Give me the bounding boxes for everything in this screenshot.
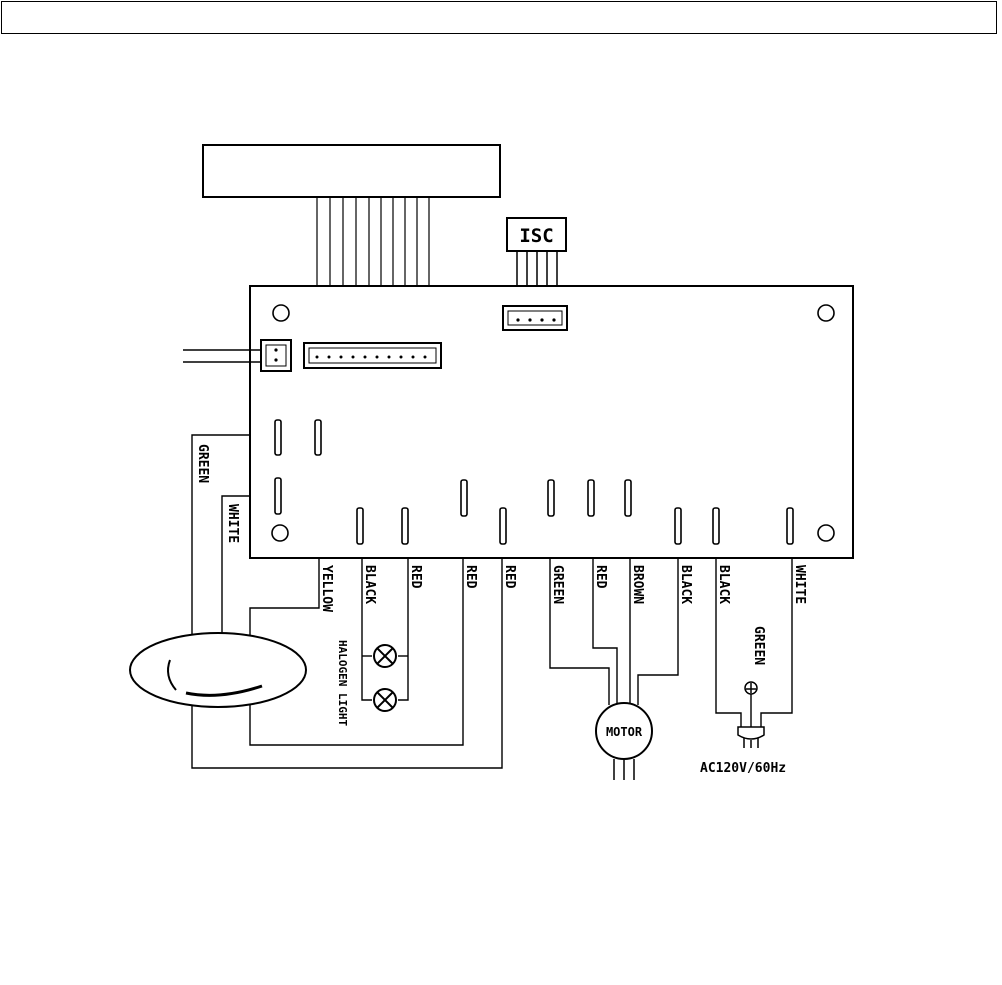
ground-icon bbox=[744, 681, 758, 695]
wire-label-left-green: GREEN bbox=[195, 444, 210, 483]
ribbon-cable bbox=[316, 197, 430, 286]
wire-label-black: BLACK bbox=[362, 565, 377, 604]
wire-label-yellow: YELLOW bbox=[319, 565, 334, 612]
terminal-tabs bbox=[274, 419, 794, 545]
wire-label-green: GREEN bbox=[550, 565, 565, 604]
two-pin-connector bbox=[183, 339, 292, 372]
isc-connector bbox=[502, 305, 568, 331]
mounting-holes bbox=[271, 304, 835, 542]
halogen-lamp-2 bbox=[373, 688, 397, 712]
wires bbox=[191, 434, 793, 769]
wire-label-left-white: WHITE bbox=[225, 504, 240, 543]
wire-label-red: RED bbox=[502, 565, 517, 589]
wire-label-ground-green: GREEN bbox=[751, 626, 766, 665]
sensor-oval bbox=[129, 632, 307, 708]
wire-label-red: RED bbox=[463, 565, 478, 589]
power-plug-icon bbox=[737, 726, 765, 748]
motor: MOTOR bbox=[595, 702, 653, 780]
motor-label: MOTOR bbox=[606, 725, 643, 739]
wire-label-black: BLACK bbox=[716, 565, 731, 604]
wire-label-brown: BROWN bbox=[630, 565, 645, 604]
halogen-light-label: HALOGEN LIGHT bbox=[336, 640, 349, 726]
control-panel-box bbox=[202, 144, 501, 198]
isc-box bbox=[506, 217, 567, 252]
halogen-lamp-1 bbox=[373, 644, 397, 668]
isc-label: ISC bbox=[519, 225, 553, 247]
wire-label-red: RED bbox=[593, 565, 608, 589]
wire-label-black: BLACK bbox=[678, 565, 693, 604]
wire-label-red: RED bbox=[408, 565, 423, 589]
wire-label-white: WHITE bbox=[792, 565, 807, 604]
ribbon-connector bbox=[303, 342, 442, 369]
supply-label: AC120V/60Hz bbox=[700, 761, 786, 776]
header-bar bbox=[1, 1, 997, 34]
